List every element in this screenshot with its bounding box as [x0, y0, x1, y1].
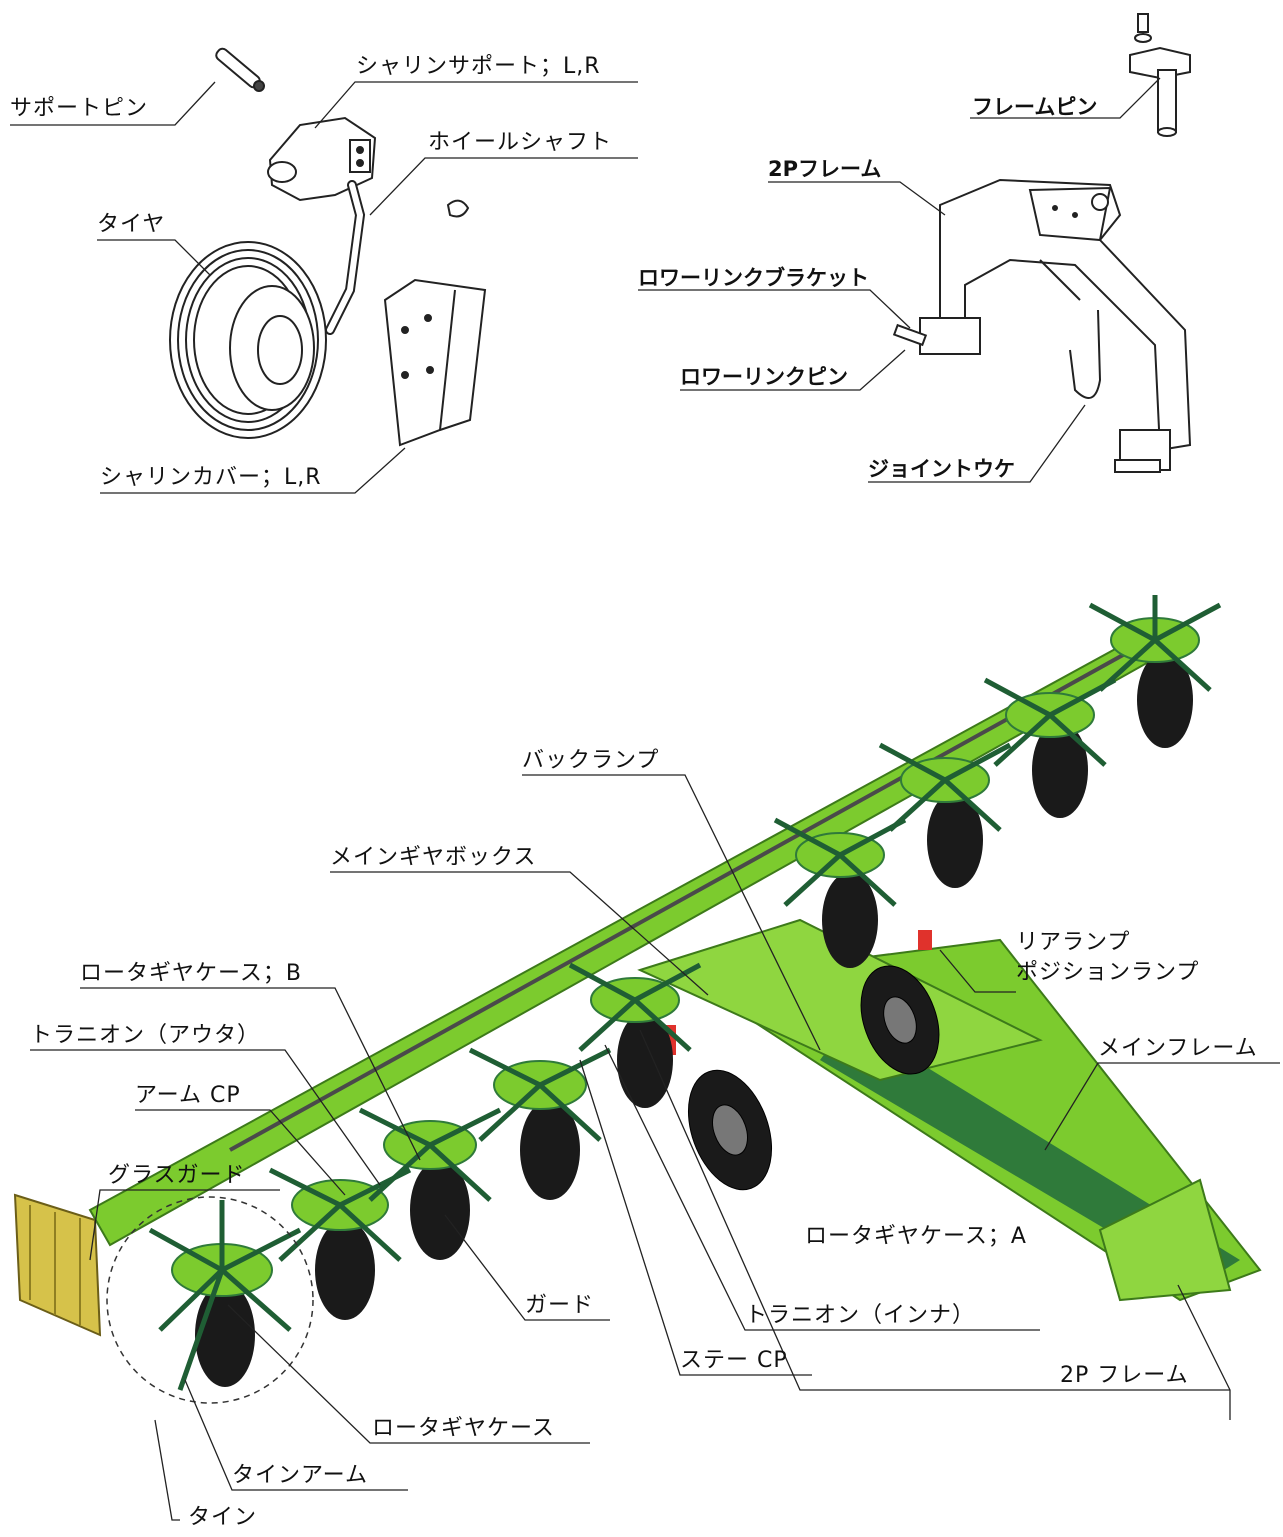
- guard-label: ガード: [525, 1293, 595, 1318]
- frame-2p-drawing: [939, 178, 1192, 452]
- wheel-support-drawing: [267, 116, 377, 202]
- joint-holder-drawing: [1069, 309, 1171, 473]
- lower-link-pin-label: ロワーリンクピン: [680, 365, 848, 389]
- rotor-7: [878, 742, 1012, 888]
- frame-pin-drawing: [1129, 13, 1191, 137]
- wheel-support-label: シャリンサポート；L,R: [356, 54, 601, 79]
- rotor-2: [268, 1167, 412, 1320]
- rotor-detail-circle: [106, 1196, 314, 1404]
- main-gearbox-label: メインギヤボックス: [330, 845, 537, 870]
- rotor-5: [568, 962, 702, 1108]
- wheel-shaft-inner: [327, 182, 364, 333]
- small-nut-drawing: [446, 199, 470, 218]
- rotor-gear-case-b-label: ロータギヤケース；B: [80, 961, 302, 986]
- trunnion-inner-label: トラニオン（インナ）: [745, 1303, 976, 1328]
- transport-wheels-drawing: [687, 965, 940, 1191]
- rear-lamp-line2: ポジションランプ: [1016, 960, 1200, 985]
- frame-2p-bottom-label: 2P フレーム: [1060, 1363, 1189, 1388]
- joint-holder-label: ジョイントウケ: [868, 457, 1015, 481]
- rotor-gear-case-a-label: ロータギヤケース；A: [805, 1224, 1027, 1249]
- rotor-6: [773, 817, 907, 968]
- support-pin-drawing: [215, 47, 265, 92]
- tire-drawing: [169, 241, 327, 439]
- rear-lamp-line1: リアランプ: [1016, 930, 1131, 955]
- main-frame-label: メインフレーム: [1098, 1036, 1258, 1061]
- leader-lines: [10, 77, 1280, 1521]
- rotor-gear-case-label: ロータギヤケース: [372, 1416, 555, 1441]
- rotor-8: [983, 677, 1117, 818]
- wheel-shaft-label: ホイールシャフト: [428, 130, 613, 155]
- trunnion-outer-label: トラニオン（アウタ）: [30, 1023, 261, 1048]
- rotors-drawing: [148, 595, 1222, 1391]
- arm-cp-label: アーム CP: [135, 1083, 241, 1108]
- wheel-cover-label: シャリンカバー；L,R: [100, 465, 322, 490]
- lamp-drawing: [666, 930, 932, 1055]
- rotor-1: [148, 1200, 302, 1391]
- stay-cp-label: ステー CP: [680, 1348, 788, 1373]
- grass-guard-drawing: [13, 1193, 102, 1337]
- wheel-cover-drawing: [383, 278, 487, 447]
- support-pin-label: サポートピン: [10, 96, 149, 121]
- tine-label: タイン: [188, 1505, 258, 1530]
- frame-2p-top-label: 2Pフレーム: [768, 157, 882, 181]
- tire-label: タイヤ: [97, 212, 166, 237]
- back-lamp-label: バックランプ: [522, 748, 660, 773]
- frame-pin-label: フレームピン: [972, 95, 1098, 119]
- tine-arm-label: タインアーム: [232, 1463, 369, 1488]
- rear-lamp-label: リアランプ ポジションランプ: [1016, 928, 1199, 988]
- lower-link-bracket-label: ロワーリンクブラケット: [638, 266, 869, 290]
- grass-guard-label: グラスガード: [108, 1163, 246, 1188]
- rotor-4: [468, 1047, 612, 1200]
- lower-link-bracket-drawing: [892, 317, 981, 355]
- main-frame-drawing: [637, 918, 1262, 1302]
- rotor-9: [1088, 595, 1222, 748]
